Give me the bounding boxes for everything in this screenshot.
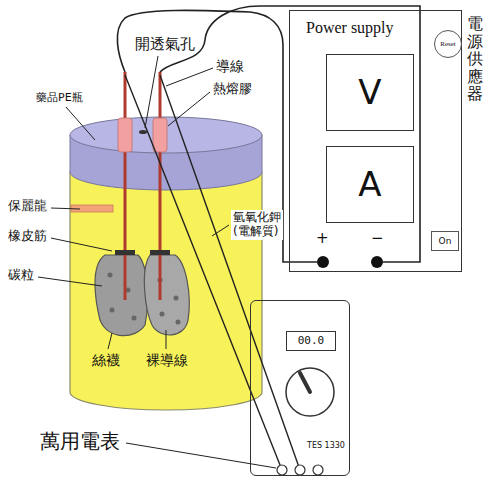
- reset-button: Reset: [434, 30, 462, 58]
- meter-jack: [277, 465, 287, 475]
- leader-lines: [38, 56, 276, 468]
- carbon-grain: [176, 320, 181, 325]
- electrode-rod: [159, 72, 162, 300]
- leader-line: [51, 208, 80, 209]
- meter-dial: [286, 368, 334, 416]
- hot-melt-glue: [118, 118, 132, 152]
- instrument-label: 萬用電表: [40, 430, 120, 453]
- part-label: 開透氣孔: [135, 36, 195, 53]
- terminal: [371, 256, 383, 268]
- carbon-grain: [110, 308, 115, 313]
- rubber-band: [115, 250, 135, 255]
- readout-value: 00.0: [298, 335, 325, 348]
- model-label: TES 1330: [307, 441, 345, 450]
- part-label: 氫氧化鉀 (電解質): [231, 210, 283, 240]
- part-label: 絲襪: [92, 352, 120, 368]
- terminal: [317, 256, 329, 268]
- display-symbol: A: [358, 165, 381, 204]
- terminal-sign: +: [316, 230, 329, 247]
- ammeter-display: A: [326, 146, 414, 223]
- leader-line: [108, 333, 112, 349]
- leader-line: [166, 68, 213, 86]
- label-line: 氫氧化鉀: [233, 211, 281, 225]
- leader-line: [212, 225, 229, 236]
- voltmeter-display: V: [326, 54, 414, 131]
- carbon-grain: [174, 296, 179, 301]
- power-wire: [160, 6, 420, 262]
- display-symbol: V: [358, 73, 381, 112]
- leader-line: [38, 277, 102, 286]
- button-label: Reset: [440, 40, 456, 48]
- carbon-grain: [108, 273, 113, 278]
- carbon-grains: [108, 273, 181, 325]
- power-wire: [117, 10, 317, 262]
- leader-line: [51, 238, 112, 251]
- part-label: 碳粒: [8, 268, 34, 283]
- part-label: 裸導線: [146, 352, 188, 368]
- leader-line: [126, 443, 276, 468]
- rubber-band: [150, 250, 170, 255]
- electrolyte-body: [70, 172, 262, 410]
- part-label: 熱熔膠: [213, 82, 252, 97]
- vent-hole: [139, 130, 147, 134]
- meter-wire: [160, 75, 300, 470]
- part-label: 導線: [216, 58, 244, 74]
- carbon-bag: [144, 255, 189, 335]
- part-label: 藥品PE瓶: [36, 92, 83, 105]
- meter-wire: [125, 75, 282, 470]
- carbon-grain: [160, 312, 165, 317]
- terminal-sign: −: [371, 230, 384, 247]
- panel-heading: 電源供應器: [467, 15, 483, 103]
- part-label: 橡皮筋: [8, 229, 47, 244]
- meter-jack: [295, 465, 305, 475]
- part-label: 保麗龍: [8, 199, 47, 214]
- label-line: (電解質): [233, 225, 281, 239]
- button-label: On: [439, 236, 452, 246]
- meter-jack: [313, 465, 323, 475]
- leader-line: [168, 92, 210, 126]
- multimeter-body: TES 1330 00.0: [250, 300, 350, 476]
- dial-knob: [300, 373, 310, 392]
- on-button: On: [431, 231, 459, 251]
- leader-line: [145, 56, 158, 128]
- hot-melt-glue: [153, 118, 167, 152]
- electrode-rod: [124, 72, 127, 300]
- carbon-bag: [95, 255, 148, 336]
- panel-title: Power supply: [306, 19, 394, 37]
- leader-line: [66, 107, 95, 140]
- carbon-grain: [132, 316, 137, 321]
- leader-line: [166, 330, 167, 349]
- lid-top: [70, 117, 262, 153]
- meter-readout: 00.0: [286, 331, 336, 351]
